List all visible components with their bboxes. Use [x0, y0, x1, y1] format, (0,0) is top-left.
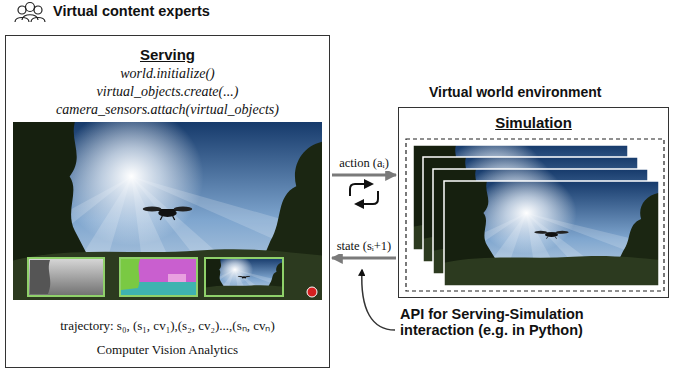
drone-image: [121, 259, 140, 290]
code-line: world.initialize(): [8, 66, 327, 82]
drone-image: [307, 287, 317, 297]
simulation-frames: [444, 181, 659, 286]
simulation-frames: [406, 139, 664, 291]
drone-image: [28, 258, 104, 296]
drone-image: [205, 255, 283, 296]
simulation-frames: [444, 172, 659, 286]
api-pointer: [362, 270, 395, 330]
drone-image: [13, 107, 322, 300]
drone-image: [30, 260, 50, 294]
drone-image: [13, 107, 322, 300]
simulation-box: Virtual world environmentSimulation: [398, 107, 669, 298]
code-line: virtual_objects.create(...): [8, 84, 327, 100]
caption-text: Computer Vision Analytics: [8, 342, 327, 358]
trajectory-text: trajectory: s₀, (s₁, cv₁),(s₂, cv₂)...,(…: [8, 316, 327, 334]
annotation-text: API for Serving-Simulation interaction (…: [400, 306, 655, 338]
flow-arrow: [332, 257, 396, 260]
edge-label: state (sᵢ+1): [336, 239, 393, 254]
box-title: Simulation: [401, 114, 666, 131]
drone-image: [205, 258, 283, 296]
people-icon: [34, 6, 42, 14]
edge-label: action (aᵢ): [338, 156, 390, 171]
people-icon: [22, 15, 38, 20]
drone-image: [168, 274, 186, 282]
people-icon: [26, 3, 35, 12]
cycle-symbol: [350, 184, 372, 196]
people-icon: [15, 3, 45, 23]
cycle-symbol: [356, 191, 378, 204]
serving-box: Virtual content expertsServingworld.init…: [5, 35, 330, 368]
group-heading: Virtual content experts: [53, 3, 323, 19]
flow-arrow: [332, 174, 396, 177]
api-pointer: [362, 270, 395, 330]
drone-image: [120, 258, 197, 296]
box-title: Serving: [8, 46, 327, 63]
cycle-symbol: [350, 184, 378, 204]
simulation-frames: [406, 136, 664, 291]
group-heading: Virtual world environment: [429, 84, 669, 100]
people-icon: [18, 6, 26, 14]
code-line: camera_sensors.attach(virtual_objects): [8, 102, 327, 118]
